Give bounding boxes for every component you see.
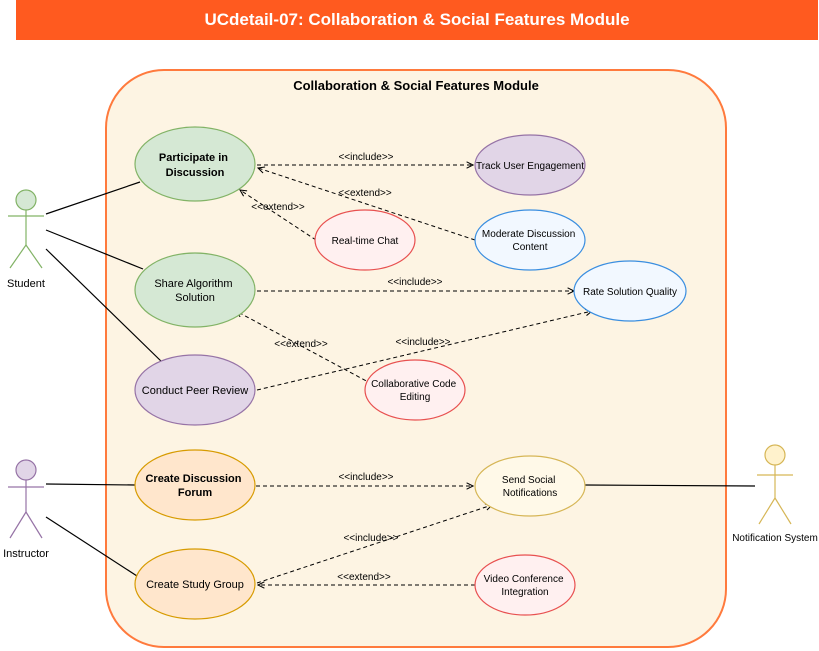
- association-instructor-forum: [45, 483, 136, 486]
- use-case-label: Discussion: [166, 167, 225, 179]
- use-case-moderate-discussion-content[interactable]: Moderate Discussion Content: [474, 209, 586, 271]
- diagram-title-banner: UCdetail-07: Collaboration & Social Feat…: [16, 0, 818, 40]
- association-notify-notification-system: [584, 484, 756, 487]
- svg-text:Create Discussion Forum: Create Discussion Forum: [145, 473, 244, 499]
- actor-student[interactable]: Student: [7, 189, 45, 290]
- use-case-send-social-notifications[interactable]: Send Social Notifications: [474, 455, 586, 517]
- use-case-conduct-peer-review[interactable]: Conduct Peer Review: [134, 354, 256, 426]
- use-case-label: Forum: [178, 487, 212, 499]
- stick-figure-icon: [8, 189, 44, 269]
- include-label: <<include>>: [343, 533, 398, 544]
- svg-text:Video Conference Integra: Video Conference Integration: [484, 574, 567, 598]
- extend-label: <<extend>>: [251, 202, 305, 213]
- use-case-collaborative-code-editing[interactable]: Collaborative Code Editing: [364, 359, 466, 421]
- svg-text:Share Algorithm Solution: Share Algorithm Solution: [154, 278, 235, 304]
- svg-text:Send Social Notification: Send Social Notifications: [502, 475, 558, 499]
- use-case-label: Track User Engagement: [476, 161, 584, 172]
- use-case-label: Solution: [175, 292, 215, 304]
- use-case-real-time-chat[interactable]: Real-time Chat: [314, 209, 416, 271]
- stick-figure-icon: [757, 444, 793, 525]
- actor-label: Instructor: [3, 548, 49, 560]
- use-case-participate-in-discussion[interactable]: Participate in Discussion: [134, 126, 256, 202]
- association-instructor-study-group: [45, 516, 138, 577]
- use-case-rate-solution-quality[interactable]: Rate Solution Quality: [573, 260, 687, 322]
- system-boundary-title: Collaboration & Social Features Module: [293, 78, 539, 93]
- actor-notification-system[interactable]: Notification System: [732, 444, 818, 544]
- use-case-label: Participate in: [159, 152, 228, 164]
- extend-chat-participate: [240, 190, 317, 241]
- use-case-share-algorithm-solution[interactable]: Share Algorithm Solution: [134, 252, 256, 328]
- association-student-participate: [45, 181, 141, 215]
- use-case-label: Share Algorithm: [154, 278, 232, 290]
- use-case-label: Rate Solution Quality: [583, 287, 677, 298]
- use-case-label: Create Discussion: [145, 473, 241, 485]
- use-case-video-conference-integration[interactable]: Video Conference Integration: [474, 554, 576, 616]
- use-case-label: Real-time Chat: [332, 236, 399, 247]
- actor-label: Student: [7, 278, 45, 290]
- extend-label: <<extend>>: [274, 339, 328, 350]
- extend-moderate-participate: [258, 168, 476, 241]
- use-case-label: Editing: [400, 392, 431, 403]
- use-case-label: Conduct Peer Review: [142, 385, 248, 397]
- use-case-label: Content: [512, 242, 547, 253]
- extend-label: <<extend>>: [338, 188, 392, 199]
- use-case-label: Create Study Group: [146, 579, 244, 591]
- association-student-peer-review: [45, 248, 165, 365]
- association-student-share: [45, 229, 144, 270]
- extend-collab-share: [236, 311, 373, 385]
- use-case-track-user-engagement[interactable]: Track User Engagement: [474, 134, 586, 196]
- extend-label: <<extend>>: [337, 572, 391, 583]
- include-label: <<include>>: [338, 152, 393, 163]
- include-label: <<include>>: [395, 337, 450, 348]
- include-label: <<include>>: [387, 277, 442, 288]
- use-case-label: Integration: [501, 587, 548, 598]
- use-case-create-study-group[interactable]: Create Study Group: [134, 548, 256, 620]
- include-study-group-notify: [256, 505, 492, 584]
- actor-label: Notification System: [732, 533, 818, 544]
- use-case-label: Video Conference: [484, 574, 564, 585]
- actor-instructor[interactable]: Instructor: [3, 459, 49, 560]
- svg-text:Collaborative Code Editi: Collaborative Code Editing: [371, 379, 459, 403]
- svg-text:Moderate Discussion Cont: Moderate Discussion Content: [482, 229, 578, 253]
- use-case-label: Send Social: [502, 475, 555, 486]
- diagram-title: UCdetail-07: Collaboration & Social Feat…: [204, 10, 630, 29]
- use-case-label: Notifications: [503, 488, 557, 499]
- include-label: <<include>>: [338, 472, 393, 483]
- svg-text:Participate in Discussio: Participate in Discussion: [159, 152, 231, 179]
- stick-figure-icon: [8, 459, 44, 539]
- use-case-label: Collaborative Code: [371, 379, 456, 390]
- include-peer-review-rate: [256, 311, 592, 391]
- use-case-create-discussion-forum[interactable]: Create Discussion Forum: [134, 449, 256, 521]
- use-case-label: Moderate Discussion: [482, 229, 575, 240]
